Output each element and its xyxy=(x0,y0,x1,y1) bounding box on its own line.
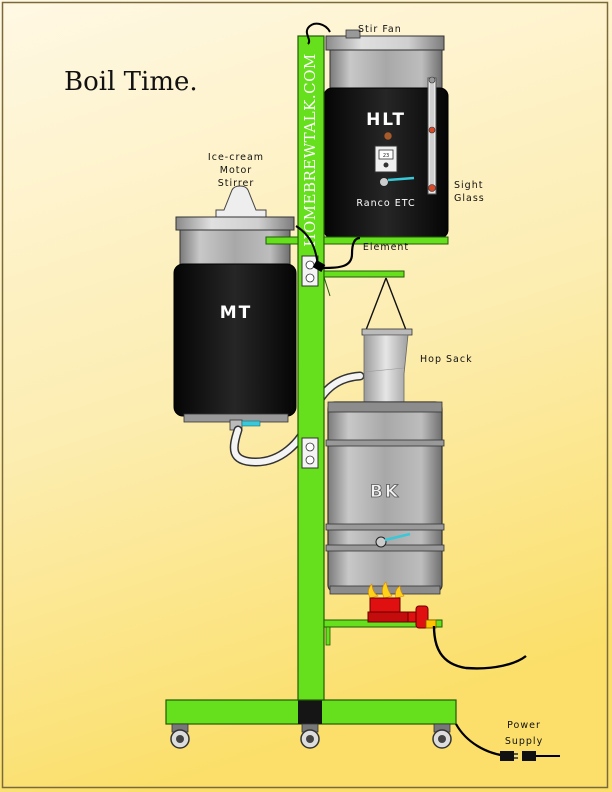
sight-glass-label-1: Sight xyxy=(454,180,483,191)
hlt-label: HLT xyxy=(366,110,406,130)
ice-cream-label-3: Stirrer xyxy=(218,178,255,189)
mt-shelf xyxy=(265,236,299,245)
ranco-etc-controller: 23 xyxy=(374,131,398,173)
mt-label: MT xyxy=(220,303,253,323)
transfer-hose xyxy=(231,373,363,466)
stir-fan-unit xyxy=(345,29,361,39)
bk-valve xyxy=(375,532,411,548)
hlt-vessel: HLT 23 Ranco ETC xyxy=(323,29,449,239)
stand-branding: HOMEBREWTALK.COM xyxy=(301,53,319,246)
plug-upper xyxy=(312,260,326,272)
caster-right xyxy=(432,723,452,749)
hop-sack-label: Hop Sack xyxy=(420,354,473,365)
bk-vessel: BK xyxy=(325,401,445,595)
sight-glass xyxy=(427,76,437,195)
element-label: Element xyxy=(363,242,409,253)
power-label-2: Supply xyxy=(505,736,543,747)
column-foot xyxy=(298,700,322,724)
page-title: Boil Time. xyxy=(64,67,198,97)
element-cable xyxy=(317,236,361,270)
outlet-upper xyxy=(301,255,319,287)
ice-cream-label-1: Ice-cream xyxy=(208,152,264,163)
controller-display: 23 xyxy=(383,153,389,159)
hop-sack xyxy=(361,277,413,403)
sight-glass-label-2: Glass xyxy=(454,193,485,204)
hlt-valve xyxy=(379,176,415,187)
stir-fan-cable xyxy=(305,22,331,45)
bk-label: BK xyxy=(370,482,400,502)
burner-cable xyxy=(432,625,527,670)
burner xyxy=(367,581,437,629)
hop-sack-arm xyxy=(323,270,405,297)
power-plug xyxy=(500,751,560,761)
ranco-label: Ranco ETC xyxy=(356,198,415,209)
stir-fan-label: Stir Fan xyxy=(358,24,402,35)
outlet-lower xyxy=(301,437,319,469)
stand-column xyxy=(297,35,325,701)
motor-stirrer xyxy=(215,185,267,219)
caster-left xyxy=(170,723,190,749)
mt-vessel: MT xyxy=(173,185,297,431)
ice-cream-label-2: Motor xyxy=(220,165,252,176)
power-label-1: Power xyxy=(507,720,541,731)
hlt-shelf xyxy=(323,236,449,245)
caster-center xyxy=(300,723,320,749)
